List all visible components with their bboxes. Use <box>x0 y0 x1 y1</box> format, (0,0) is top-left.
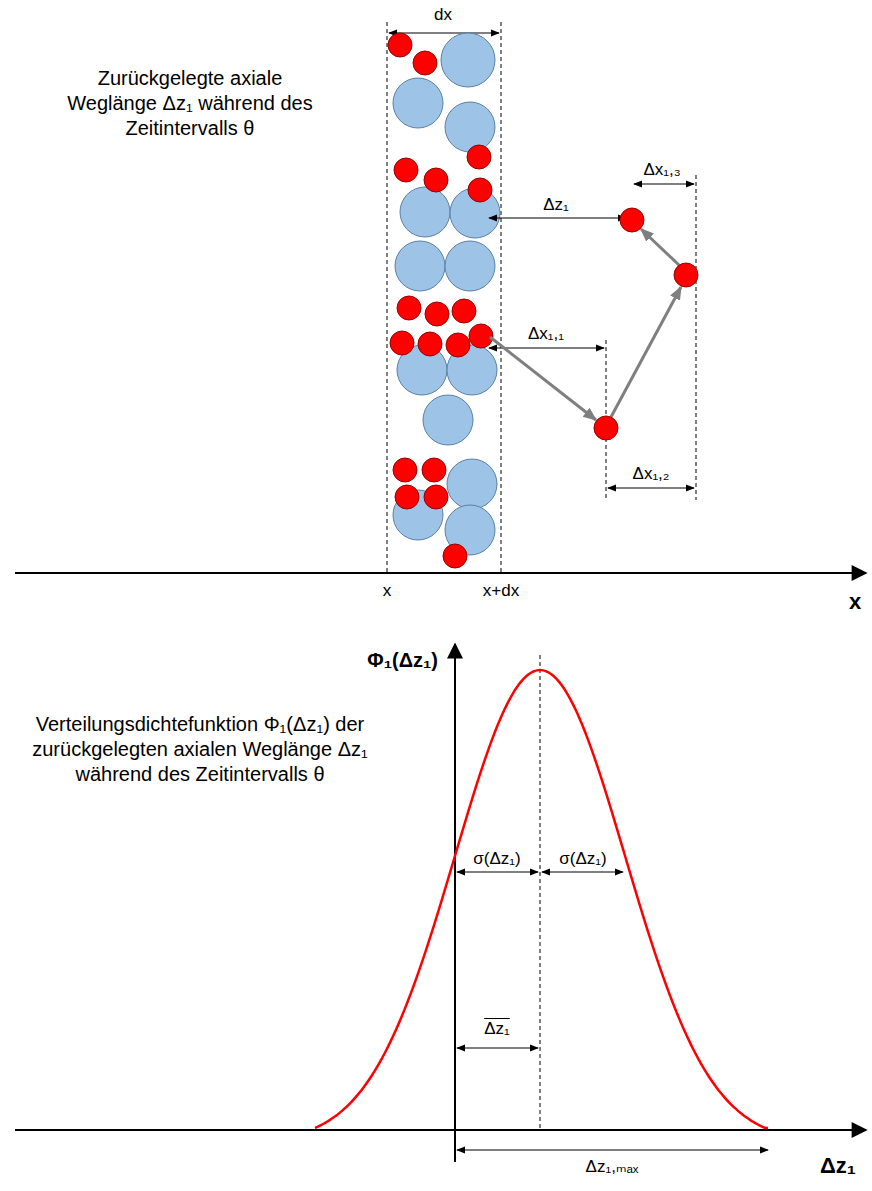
small-particle <box>413 51 437 75</box>
dimension-label: dx <box>432 4 454 25</box>
band-boundary <box>387 22 696 575</box>
small-particle <box>388 33 412 57</box>
small-particle <box>468 178 492 202</box>
small-particle <box>425 302 449 326</box>
small-particle <box>424 168 448 192</box>
axis-title: Δz₁ <box>818 1152 858 1180</box>
axis-title: x <box>847 588 863 616</box>
description-text: Zurückgelegte axiale Weglänge Δz₁ währen… <box>63 66 317 141</box>
mean-line <box>540 655 541 1128</box>
large-particle <box>393 78 443 128</box>
large-particle <box>395 241 445 291</box>
moving-particle <box>594 208 698 440</box>
small-particle <box>395 485 419 509</box>
mean-label: Δz₁ <box>482 1018 512 1039</box>
sigma-label: σ(Δz₁) <box>471 848 522 869</box>
small-particle <box>393 458 417 482</box>
small-particle <box>390 331 414 355</box>
phi-axis <box>454 644 456 1162</box>
dimension-arrow <box>457 1047 538 1048</box>
large-particle <box>447 459 497 509</box>
small-particle <box>467 145 491 169</box>
axis-title: Φ₁(Δz₁) <box>365 648 440 673</box>
description-text: Verteilungsdichtefunktion Φ₁(Δz₁) der zu… <box>28 712 372 787</box>
dimension-label: Δx₁,₁ <box>526 323 566 344</box>
large-particle <box>441 33 495 87</box>
small-particle <box>397 296 421 320</box>
large-particle <box>445 102 495 152</box>
small-particle <box>446 333 470 357</box>
axis-tick-label: x+dx <box>481 580 521 601</box>
dimension-arrow <box>457 871 538 872</box>
large-particle <box>400 187 450 237</box>
dimension-label: Δx₁,₃ <box>641 159 682 180</box>
dimension-label: Δx₁,₂ <box>631 463 672 484</box>
x-axis <box>15 572 866 574</box>
density-curve <box>315 670 768 1128</box>
small-particle <box>469 324 493 348</box>
large-particle <box>423 395 473 445</box>
small-particle <box>443 544 467 568</box>
dz-axis <box>15 1129 866 1131</box>
small-particle <box>422 458 446 482</box>
dimension-arrow <box>608 487 694 488</box>
axis-tick-label: x <box>381 580 394 601</box>
dimension-arrow <box>489 217 626 218</box>
large-particle <box>445 241 495 291</box>
small-particle <box>424 485 448 509</box>
trajectory-arrow <box>490 229 681 420</box>
small-particle <box>394 158 418 182</box>
dimension-arrow <box>389 32 499 33</box>
dimension-label: Δz₁ <box>541 194 571 215</box>
dimension-arrow <box>634 183 694 184</box>
dimension-arrow <box>542 871 623 872</box>
dimension-arrow <box>457 1149 768 1150</box>
particle-bed <box>388 33 500 568</box>
small-particle <box>418 332 442 356</box>
dimension-label: Δz₁,ₘₐₓ <box>584 1156 641 1177</box>
sigma-label: σ(Δz₁) <box>557 848 608 869</box>
small-particle <box>452 299 476 323</box>
